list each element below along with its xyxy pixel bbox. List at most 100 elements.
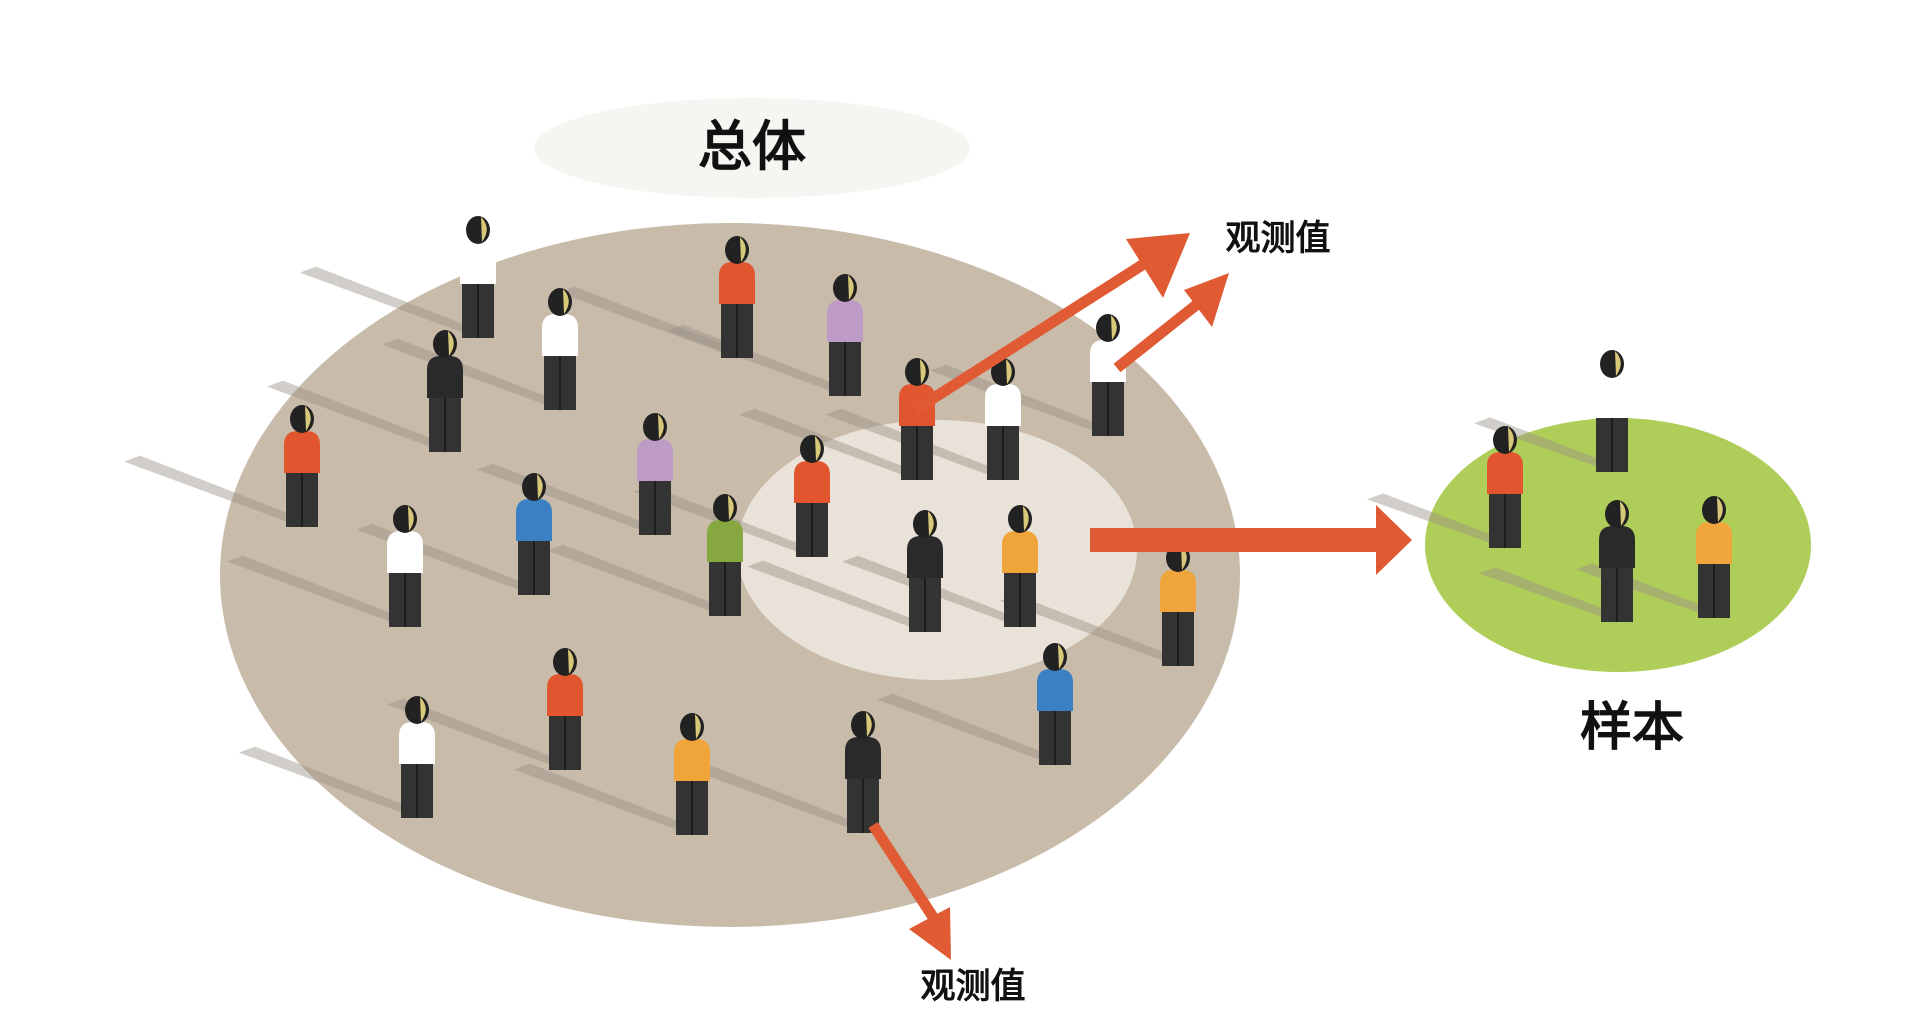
- leg-divider: [844, 338, 846, 396]
- person-shirt: [1487, 452, 1523, 494]
- person-shirt: [907, 536, 943, 578]
- person-figure: [427, 330, 463, 452]
- person-face: [695, 714, 701, 739]
- person-face: [1006, 359, 1012, 384]
- person-figure: [907, 510, 943, 632]
- person-figure: [1037, 643, 1073, 765]
- person-face: [815, 436, 821, 461]
- leg-divider: [1107, 378, 1109, 436]
- person-face: [1023, 506, 1029, 531]
- person-shirt: [827, 300, 863, 342]
- person-shadow: [387, 698, 581, 768]
- sample-people: [1487, 350, 1732, 622]
- person-figure: [1002, 505, 1038, 627]
- person-shirt: [1090, 340, 1126, 382]
- person-shadow: [1000, 594, 1194, 664]
- person-shirt: [674, 739, 710, 781]
- person-figure: [1594, 350, 1630, 472]
- person-shirt: [460, 242, 496, 284]
- person-shadow: [239, 746, 433, 816]
- population-label: 总体: [698, 115, 806, 178]
- person-figure: [827, 274, 863, 396]
- person-shirt: [794, 461, 830, 503]
- leg-divider: [654, 477, 656, 535]
- person-shadow: [877, 693, 1071, 763]
- observation-arrow-bottom: [868, 821, 951, 960]
- person-shirt: [1599, 526, 1635, 568]
- person-figure: [387, 505, 423, 627]
- person-figure: [460, 216, 496, 338]
- leg-divider: [444, 394, 446, 452]
- leg-divider: [533, 537, 535, 595]
- person-face: [1508, 427, 1514, 452]
- leg-divider: [736, 300, 738, 358]
- person-figure: [985, 358, 1021, 480]
- person-shirt: [637, 439, 673, 481]
- person-figure: [284, 405, 320, 527]
- person-figure: [516, 473, 552, 595]
- leg-divider: [559, 352, 561, 410]
- person-face: [928, 511, 934, 536]
- person-figure: [845, 711, 881, 833]
- leg-divider: [477, 280, 479, 338]
- person-shirt: [985, 384, 1021, 426]
- leg-divider: [811, 499, 813, 557]
- person-shadow: [227, 555, 421, 625]
- person-shirt: [284, 431, 320, 473]
- arrows: [868, 233, 1412, 960]
- leg-divider: [1019, 569, 1021, 627]
- person-face: [481, 217, 487, 242]
- person-face: [420, 697, 426, 722]
- person-figure: [547, 648, 583, 770]
- person-figure: [707, 494, 743, 616]
- person-shirt: [516, 499, 552, 541]
- person-shadow: [300, 266, 494, 336]
- person-face: [448, 331, 454, 356]
- leg-divider: [691, 777, 693, 835]
- person-shadow: [124, 455, 318, 525]
- person-shadow: [547, 544, 741, 614]
- person-face: [408, 506, 414, 531]
- observation-arrow-top-long: [912, 233, 1190, 415]
- person-face: [866, 712, 872, 737]
- leg-divider: [1713, 560, 1715, 618]
- person-shirt: [845, 737, 881, 779]
- person-figure: [1160, 544, 1196, 666]
- person-face: [740, 237, 746, 262]
- person-shadow: [1367, 493, 1521, 546]
- person-face: [1058, 644, 1064, 669]
- observation-arrow-top-short: [1113, 273, 1229, 373]
- person-shadow: [667, 324, 861, 394]
- leg-divider: [1611, 414, 1613, 472]
- leg-divider: [404, 569, 406, 627]
- person-shirt: [547, 674, 583, 716]
- person-shirt: [1696, 522, 1732, 564]
- leg-divider: [1054, 707, 1056, 765]
- observation-label-bottom: 观测值: [920, 967, 1025, 1007]
- person-figure: [1090, 314, 1126, 436]
- person-shirt: [1002, 531, 1038, 573]
- person-face: [920, 359, 926, 384]
- person-figure: [399, 696, 435, 818]
- person-shadow: [382, 338, 576, 408]
- population-people: [284, 216, 1196, 835]
- person-face: [658, 414, 664, 439]
- person-shirt: [1594, 376, 1630, 418]
- person-face: [563, 289, 569, 314]
- person-figure: [1696, 496, 1732, 618]
- person-face: [1111, 315, 1117, 340]
- person-shadow: [1479, 567, 1633, 620]
- leg-divider: [1002, 422, 1004, 480]
- person-shirt: [399, 722, 435, 764]
- leg-divider: [924, 574, 926, 632]
- person-face: [1717, 497, 1723, 522]
- person-shadow: [930, 364, 1124, 434]
- leg-divider: [416, 760, 418, 818]
- leg-divider: [301, 469, 303, 527]
- person-shirt: [542, 314, 578, 356]
- person-face: [305, 406, 311, 431]
- person-face: [848, 275, 854, 300]
- leg-divider: [916, 422, 918, 480]
- person-shirt: [707, 520, 743, 562]
